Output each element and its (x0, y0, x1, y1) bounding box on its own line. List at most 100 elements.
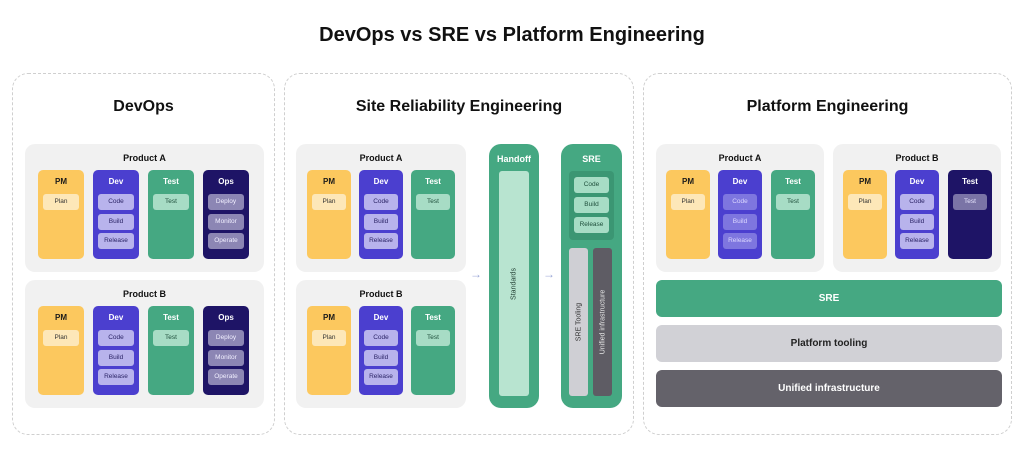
platform-tooling-bar: Platform tooling (656, 325, 1002, 362)
test-label: Test (785, 177, 801, 186)
code-chip: Code (574, 177, 609, 193)
plan-chip: Plan (848, 194, 882, 210)
test-column: Test Test (148, 306, 194, 395)
operate-chip: Operate (208, 369, 244, 385)
code-chip: Code (364, 194, 398, 210)
dev-label: Dev (108, 313, 124, 322)
dev-column: Dev Code Build Release (359, 306, 403, 395)
plan-chip: Plan (312, 330, 346, 346)
devops-title: DevOps (113, 98, 174, 115)
sre-column-label: SRE (582, 154, 601, 164)
handoff-label: Handoff (497, 154, 531, 164)
devops-product-a: Product A PM Plan Dev Code Build Release… (25, 144, 264, 272)
ops-label: Ops (218, 177, 234, 186)
code-chip: Code (723, 194, 757, 210)
build-chip: Build (98, 350, 134, 366)
product-title: Product A (123, 153, 166, 163)
ops-column: Ops Deploy Monitor Operate (203, 170, 249, 259)
build-chip: Build (364, 214, 398, 230)
platform-panel: Platform Engineering Product A PM Plan D… (643, 73, 1012, 435)
test-chip: Test (953, 194, 987, 210)
product-title: Product A (359, 153, 403, 163)
code-chip: Code (364, 330, 398, 346)
monitor-chip: Monitor (208, 214, 244, 230)
plan-chip: Plan (312, 194, 346, 210)
build-chip: Build (723, 214, 757, 230)
release-chip: Release (900, 233, 934, 249)
release-chip: Release (364, 369, 398, 385)
test-column: Test Test (948, 170, 992, 259)
pm-label: PM (55, 177, 67, 186)
standards-label: Standards (510, 267, 518, 300)
arrow-right-icon: → (470, 267, 482, 281)
pm-label: PM (682, 177, 694, 186)
test-column: Test Test (771, 170, 815, 259)
pm-label: PM (323, 177, 335, 186)
release-chip: Release (364, 233, 398, 249)
dev-label: Dev (909, 177, 925, 186)
test-label: Test (425, 177, 441, 186)
build-chip: Build (98, 214, 134, 230)
release-chip: Release (723, 233, 757, 249)
dev-column: Dev Code Build Release (718, 170, 762, 259)
product-title: Product B (122, 289, 166, 299)
pm-label: PM (859, 177, 871, 186)
pm-column: PM Plan (666, 170, 710, 259)
pm-label: PM (323, 313, 335, 322)
handoff-column: Handoff Standards (489, 144, 539, 408)
dev-label: Dev (108, 177, 124, 186)
test-column: Test Test (411, 170, 455, 259)
dev-label: Dev (373, 177, 389, 186)
unified-infrastructure-label: Unified infrastructure (599, 289, 606, 355)
product-title: Product B (895, 153, 939, 163)
unified-infrastructure-box: Unified infrastructure (593, 248, 612, 396)
devops-product-b: Product B PM Plan Dev Code Build Release… (25, 280, 264, 408)
test-label: Test (962, 177, 978, 186)
dev-label: Dev (373, 313, 389, 322)
sre-product-a: Product A PM Plan Dev Code Build Release… (296, 144, 466, 272)
test-label: Test (163, 177, 179, 186)
release-chip: Release (98, 369, 134, 385)
test-column: Test Test (411, 306, 455, 395)
unified-infrastructure-bar: Unified infrastructure (656, 370, 1002, 407)
sre-product-b: Product B PM Plan Dev Code Build Release… (296, 280, 466, 408)
devops-panel: DevOps Product A PM Plan Dev Code Build … (12, 73, 275, 435)
plan-chip: Plan (43, 330, 79, 346)
monitor-chip: Monitor (208, 350, 244, 366)
dev-column: Dev Code Build Release (93, 306, 139, 395)
arrow-right-icon: → (543, 267, 555, 281)
code-chip: Code (98, 330, 134, 346)
platform-title: Platform Engineering (746, 98, 909, 115)
release-chip: Release (98, 233, 134, 249)
sre-bar: SRE (656, 280, 1002, 317)
sre-tooling-label: SRE Tooling (575, 302, 582, 342)
operate-chip: Operate (208, 233, 244, 249)
build-chip: Build (364, 350, 398, 366)
standards-box: Standards (499, 171, 529, 396)
test-column: Test Test (148, 170, 194, 259)
sre-panel: Site Reliability Engineering Product A P… (284, 73, 634, 435)
dev-column: Dev Code Build Release (93, 170, 139, 259)
pm-column: PM Plan (38, 306, 84, 395)
deploy-chip: Deploy (208, 194, 244, 210)
release-chip: Release (574, 217, 609, 233)
test-chip: Test (153, 194, 189, 210)
code-chip: Code (98, 194, 134, 210)
pm-column: PM Plan (307, 306, 351, 395)
pm-label: PM (55, 313, 67, 322)
pm-column: PM Plan (307, 170, 351, 259)
pm-column: PM Plan (843, 170, 887, 259)
test-chip: Test (776, 194, 810, 210)
dev-column: Dev Code Build Release (359, 170, 403, 259)
sre-title: Site Reliability Engineering (355, 98, 563, 115)
product-title: Product A (718, 153, 762, 163)
pm-column: PM Plan (38, 170, 84, 259)
page-title: DevOps vs SRE vs Platform Engineering (319, 24, 705, 46)
build-chip: Build (900, 214, 934, 230)
ops-label: Ops (218, 313, 234, 322)
platform-product-b: Product B PM Plan Dev Code Build Release… (833, 144, 1001, 272)
platform-product-a: Product A PM Plan Dev Code Build Release… (656, 144, 824, 272)
build-chip: Build (574, 197, 609, 213)
test-label: Test (163, 313, 179, 322)
code-chip: Code (900, 194, 934, 210)
